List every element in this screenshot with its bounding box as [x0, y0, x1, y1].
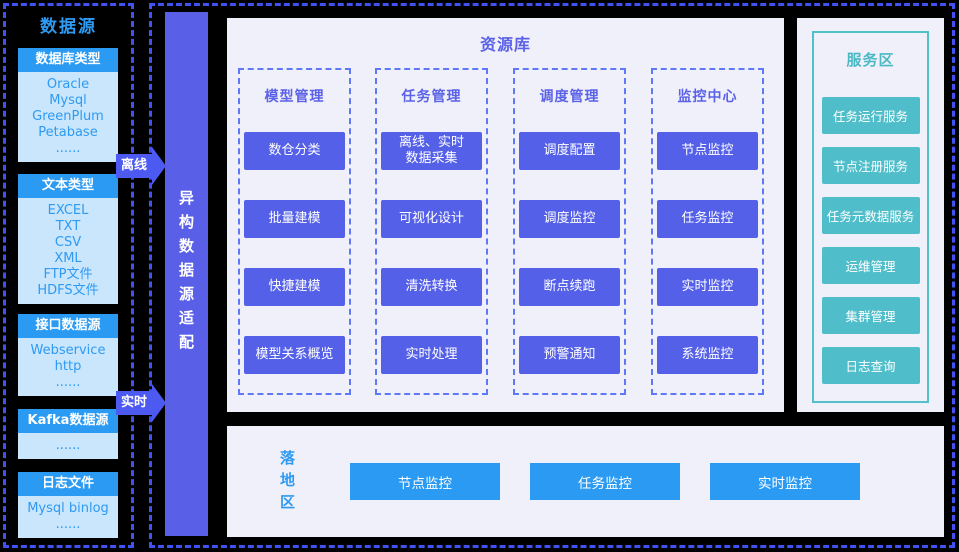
group-kafka-sources: Kafka数据源 ......: [18, 409, 118, 459]
group-header: 接口数据源: [18, 314, 118, 338]
group-log-files: 日志文件 Mysql binlog ......: [18, 472, 118, 538]
service-title: 服务区: [846, 51, 895, 69]
repo-block: 断点续跑: [519, 268, 620, 306]
repo-block: 系统监控: [657, 336, 758, 374]
group-items: Webservice http ......: [18, 338, 118, 396]
data-sources-title: 数据源: [40, 17, 97, 37]
group-items: Mysql binlog ......: [18, 496, 118, 538]
repo-column-task-management: 任务管理 离线、实时 数据采集 可视化设计 清洗转换 实时处理: [375, 68, 488, 395]
service-block: 运维管理: [821, 247, 920, 284]
ellipsis-item: ......: [55, 141, 81, 156]
data-source-item: FTP文件: [43, 267, 93, 282]
platform-panel: 异构数据源适配 资源库 模型管理 数仓分类 批量建模 快捷建模 模型关系概览 任…: [149, 3, 955, 548]
landing-blocks: 节点监控 任务监控 实时监控: [350, 463, 860, 500]
column-title: 模型管理: [264, 89, 325, 105]
data-source-item: Mysql binlog: [27, 501, 109, 516]
data-sources-panel: 数据源 数据库类型 Oracle Mysql GreenPlum Petabas…: [3, 3, 134, 548]
data-source-item: http: [54, 359, 82, 374]
column-title: 监控中心: [677, 89, 738, 105]
service-block: 任务元数据服务: [821, 197, 920, 234]
group-items: ......: [18, 433, 118, 459]
repository-title: 资源库: [479, 35, 531, 54]
data-source-item: Oracle: [46, 77, 90, 92]
repository-panel: 资源库 模型管理 数仓分类 批量建模 快捷建模 模型关系概览 任务管理 离线、实…: [227, 18, 784, 412]
repo-block: 可视化设计: [381, 200, 482, 238]
service-block: 日志查询: [821, 347, 920, 384]
repo-block: 调度配置: [519, 132, 620, 170]
ellipsis-item: ......: [55, 517, 81, 532]
group-header: Kafka数据源: [18, 409, 118, 433]
data-source-item: HDFS文件: [37, 283, 99, 298]
service-block: 节点注册服务: [821, 147, 920, 184]
data-source-item: CSV: [54, 235, 82, 250]
group-header: 数据库类型: [18, 48, 118, 72]
group-items: EXCEL TXT CSV XML FTP文件 HDFS文件: [18, 198, 118, 304]
data-source-item: Webservice: [30, 343, 106, 358]
repo-block: 模型关系概览: [244, 336, 345, 374]
data-source-item: GreenPlum: [32, 109, 104, 124]
landing-block: 节点监控: [350, 463, 500, 500]
repo-column-monitor-center: 监控中心 节点监控 任务监控 实时监控 系统监控: [651, 68, 764, 395]
group-text-types: 文本类型 EXCEL TXT CSV XML FTP文件 HDFS文件: [18, 174, 118, 304]
landing-panel: 落地区 节点监控 任务监控 实时监控: [227, 426, 944, 537]
adapter-bar: 异构数据源适配: [165, 12, 208, 536]
data-source-item: EXCEL: [47, 203, 89, 218]
repo-block: 批量建模: [244, 200, 345, 238]
data-source-item: Petabase: [38, 125, 98, 140]
repo-block: 预警通知: [519, 336, 620, 374]
repo-block: 任务监控: [657, 200, 758, 238]
realtime-flow-label: 实时: [116, 391, 152, 415]
data-source-item: XML: [54, 251, 82, 266]
column-title: 任务管理: [401, 89, 462, 105]
service-block: 集群管理: [821, 297, 920, 334]
landing-block: 实时监控: [710, 463, 860, 500]
landing-title: 落地区: [278, 450, 296, 516]
ellipsis-item: ......: [55, 438, 81, 453]
ellipsis-item: ......: [55, 375, 81, 390]
repo-column-schedule-management: 调度管理 调度配置 调度监控 断点续跑 预警通知: [513, 68, 626, 395]
adapter-label: 异构数据源适配: [177, 190, 195, 358]
repo-block: 离线、实时 数据采集: [381, 132, 482, 170]
repo-block: 节点监控: [657, 132, 758, 170]
arrow-head-icon: [152, 147, 166, 185]
group-header: 文本类型: [18, 174, 118, 198]
realtime-flow-arrow: 实时: [116, 384, 166, 422]
repo-block: 调度监控: [519, 200, 620, 238]
column-title: 调度管理: [539, 89, 600, 105]
repo-block: 快捷建模: [244, 268, 345, 306]
repo-block: 数仓分类: [244, 132, 345, 170]
group-items: Oracle Mysql GreenPlum Petabase ......: [18, 72, 118, 162]
landing-block: 任务监控: [530, 463, 680, 500]
offline-flow-arrow: 离线: [116, 147, 166, 185]
service-inner-box: 服务区 任务运行服务 节点注册服务 任务元数据服务 运维管理 集群管理 日志查询: [812, 31, 929, 403]
service-block: 任务运行服务: [821, 97, 920, 134]
repo-column-model-management: 模型管理 数仓分类 批量建模 快捷建模 模型关系概览: [238, 68, 351, 395]
data-source-item: Mysql: [49, 93, 87, 108]
service-panel: 服务区 任务运行服务 节点注册服务 任务元数据服务 运维管理 集群管理 日志查询: [797, 18, 944, 412]
offline-flow-label: 离线: [116, 154, 152, 178]
repo-block: 清洗转换: [381, 268, 482, 306]
group-interface-sources: 接口数据源 Webservice http ......: [18, 314, 118, 396]
repo-block: 实时处理: [381, 336, 482, 374]
group-header: 日志文件: [18, 472, 118, 496]
arrow-head-icon: [152, 384, 166, 422]
data-source-item: TXT: [55, 219, 81, 234]
group-database-types: 数据库类型 Oracle Mysql GreenPlum Petabase ..…: [18, 48, 118, 162]
repo-block: 实时监控: [657, 268, 758, 306]
